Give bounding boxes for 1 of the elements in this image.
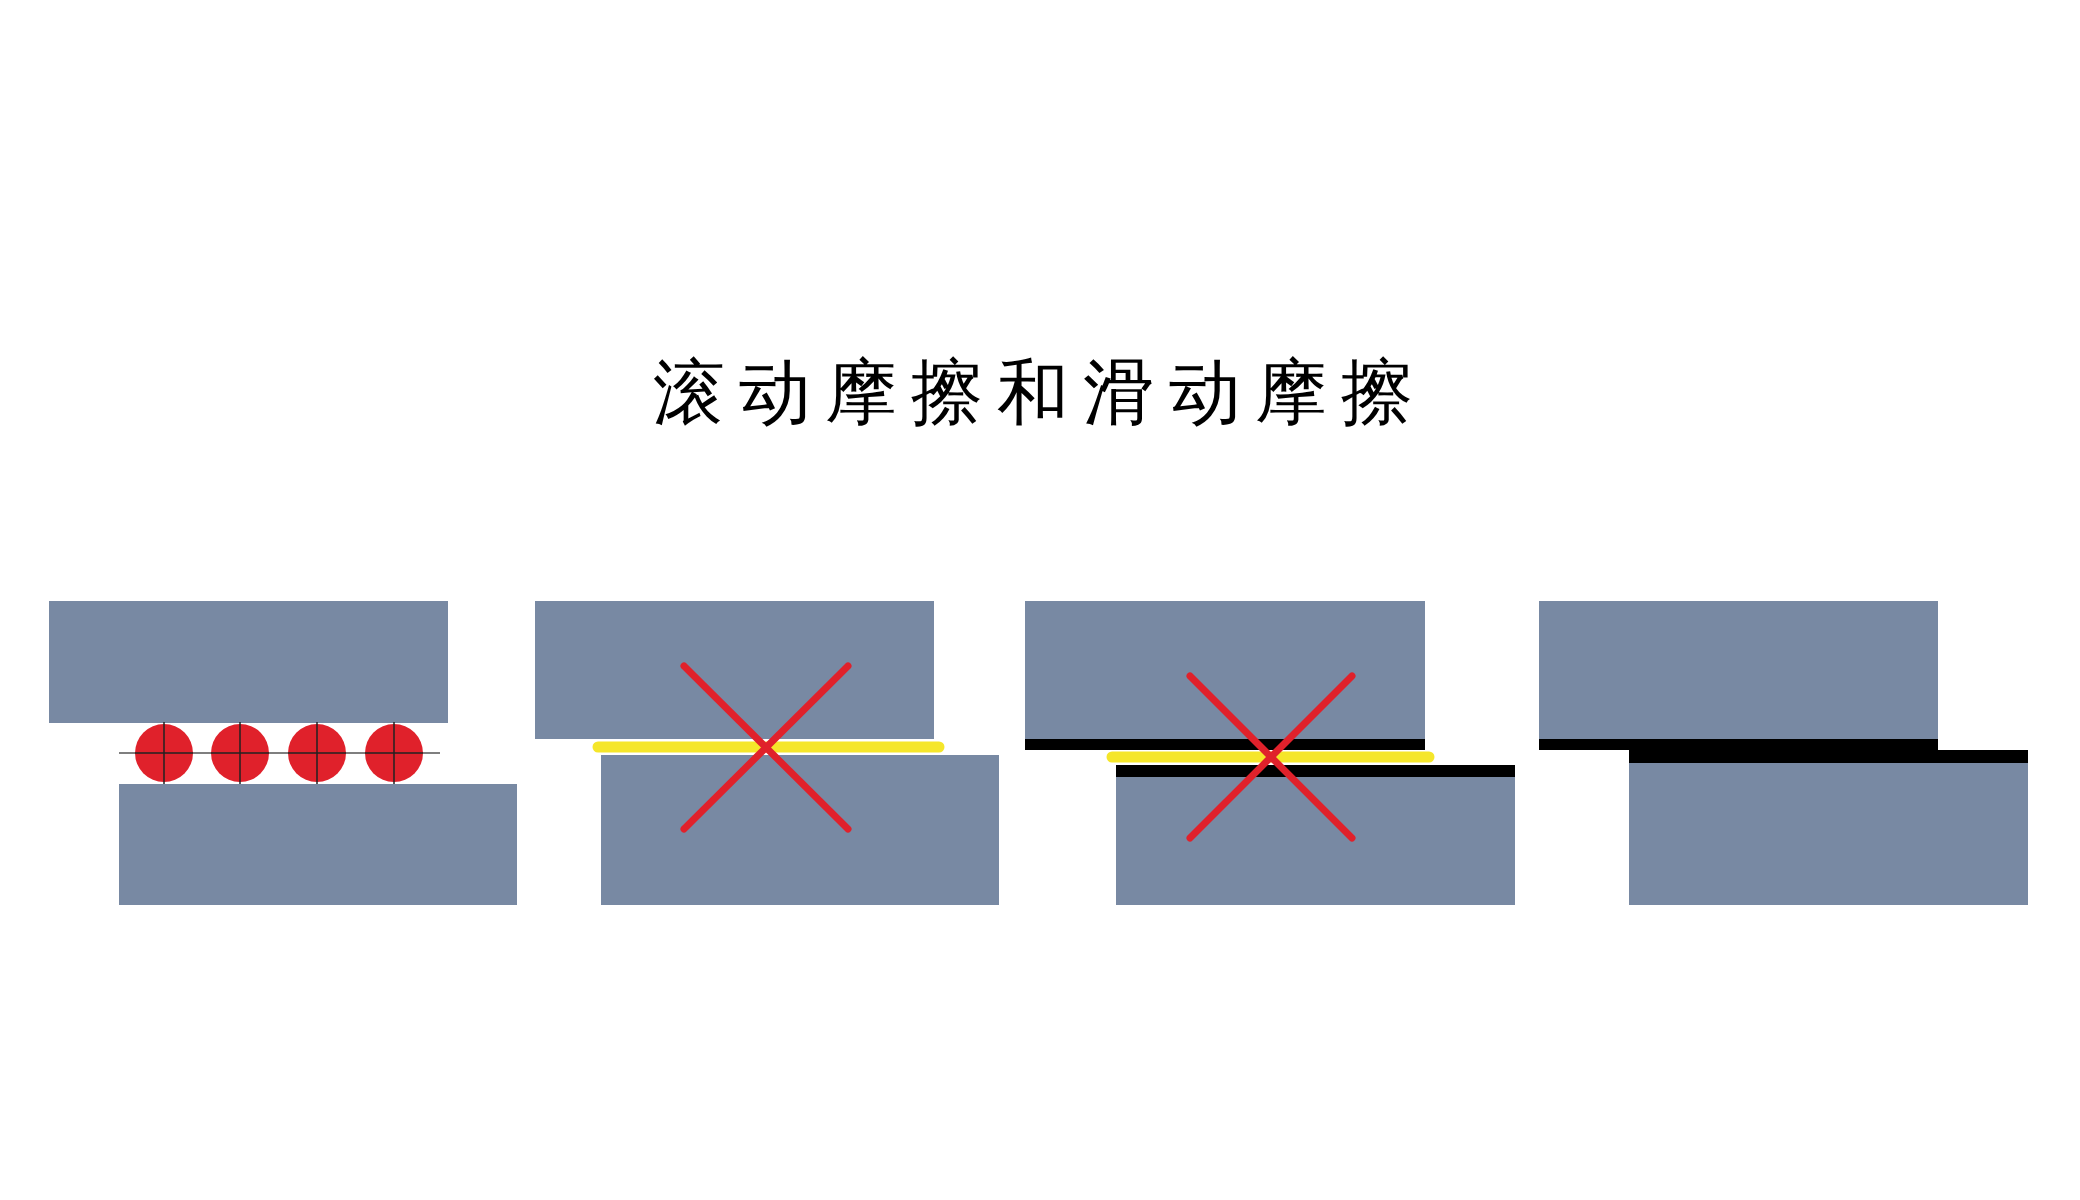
title: 滚动摩擦和滑动摩擦 bbox=[652, 349, 1428, 436]
